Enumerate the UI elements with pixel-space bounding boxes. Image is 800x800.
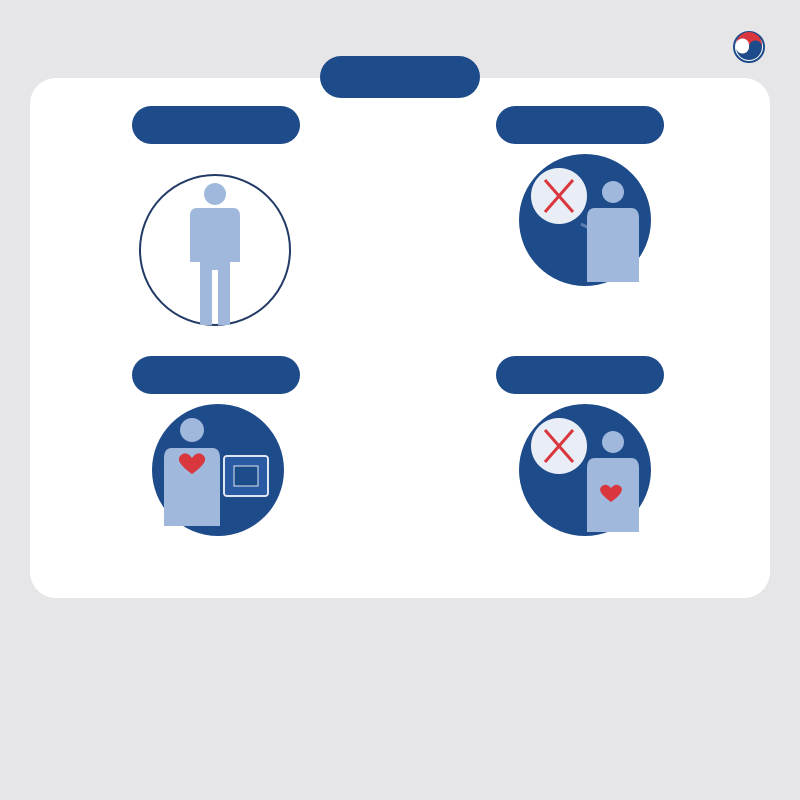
diagram-card [30,78,770,598]
quadrant-label-2 [496,106,664,144]
combined-therapy-illustration [519,404,651,536]
dna-icon [543,429,575,463]
taegeuk-logo-icon [733,31,765,63]
cell-cycle-diagram [139,174,291,326]
gene-therapy-illustration [519,154,651,286]
dna-icon [543,179,575,213]
tissue-engineering-illustration [152,404,284,536]
heart-icon [178,453,206,474]
org-logo [732,30,772,64]
quadrant-label-1 [132,106,300,144]
quadrant-label-3 [132,356,300,394]
human-torso-icon [587,181,639,282]
human-silhouette-icon [190,183,240,325]
human-torso-icon [164,418,220,526]
cycle-ring [139,174,291,326]
heart-icon [600,484,622,502]
main-title-pill [320,56,480,98]
quadrant-label-4 [496,356,664,394]
